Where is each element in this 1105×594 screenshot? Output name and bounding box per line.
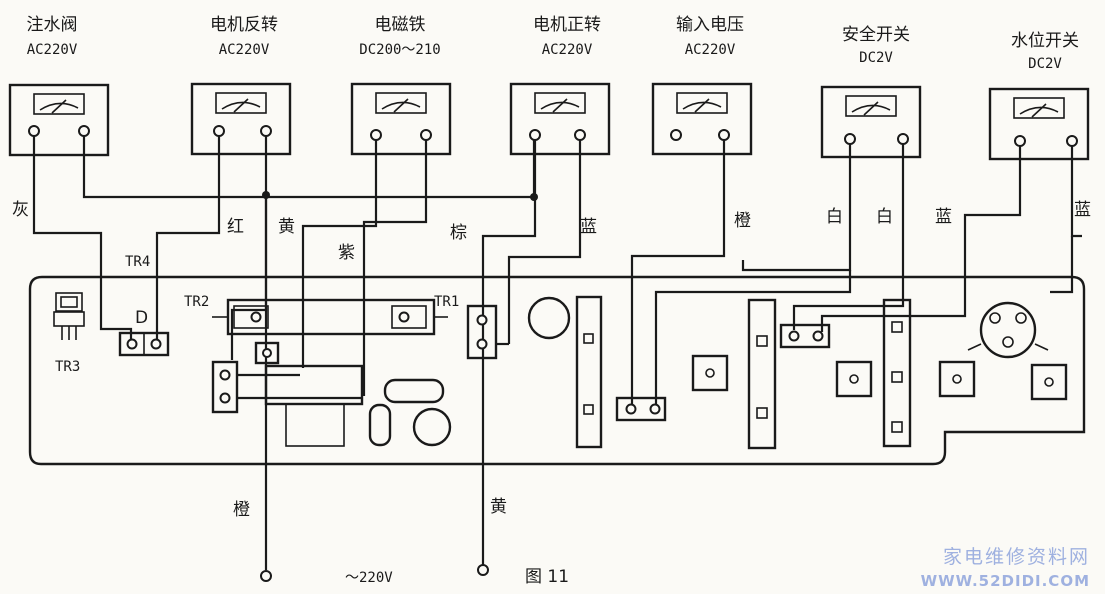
meter-5-rating: AC220V [685,42,736,58]
meter-5 [651,82,753,156]
capacitor-circle [527,296,571,340]
component-strip-2 [747,298,777,450]
wire-label-blue-2: 蓝 [935,207,952,227]
d-connector [118,331,170,357]
power-wire-left-label: 橙 [233,500,250,520]
wire-label-orange: 橙 [734,211,751,231]
meter-5-name: 输入电压 [676,15,744,35]
tr3-transistor [53,292,85,340]
meter-7-rating: DC2V [1028,56,1062,72]
safety-switch-connector [779,323,831,349]
tr2-relay [212,298,448,336]
circuit-board-outline [28,275,1086,466]
square-pad-2 [835,360,873,398]
meter-labels: 注水阀 AC220V 电机反转 AC220V 电磁铁 DC200～210 电机正… [27,15,1080,72]
meter-2 [190,82,292,156]
meter-1 [8,83,110,157]
tr4-label: TR4 [125,254,150,270]
meter-4 [509,82,611,156]
orange-white-connector [615,396,667,422]
wire-label-yellow: 黄 [278,217,295,237]
meter-2-rating: AC220V [219,42,270,58]
square-pad-1 [691,354,729,392]
tr1-label: TR1 [434,294,459,310]
meter-1-name: 注水阀 [27,15,78,35]
wire-label-purple: 紫 [338,243,355,263]
wire-label-gray: 灰 [12,200,29,220]
fuse-holder [368,378,452,447]
square-pad-4 [1030,363,1068,401]
wire-label-white-1: 白 [826,207,843,227]
wire-label-brown: 棕 [450,223,467,243]
meter-6 [820,85,922,159]
meter-3-name: 电磁铁 [375,15,426,35]
meter-7 [988,87,1090,161]
wires [32,136,1082,570]
component-strip-1 [575,295,603,449]
meter-4-rating: AC220V [542,42,593,58]
meter-3 [350,82,452,156]
meter-4-name: 电机正转 [533,15,601,35]
component-strip-3 [882,298,912,448]
meter-1-rating: AC220V [27,42,78,58]
voltage-label: ～220V [345,570,393,586]
wire-label-blue-3: 蓝 [1074,200,1091,220]
meter-3-rating: DC200～210 [359,42,440,58]
meter-6-rating: DC2V [859,50,893,66]
tr3-label: TR3 [55,359,80,375]
watermark-title: 家电维修资料网 [943,546,1090,568]
wire-color-labels: 灰 红 黄 紫 棕 蓝 橙 白 白 蓝 蓝 [12,200,1091,263]
power-input: 橙 黄 ～220V [233,497,507,586]
wire-label-white-2: 白 [876,207,893,227]
watermark-url: WWW.52DIDI.COM [921,572,1090,590]
tr2-label: TR2 [184,294,209,310]
d-label: D [135,308,148,328]
tr1-connector [466,304,509,360]
meter-2-name: 电机反转 [210,15,278,35]
water-level-sensor [967,301,1049,359]
transformer [264,364,364,447]
power-wire-right-label: 黄 [490,497,507,517]
meter-7-name: 水位开关 [1011,31,1079,51]
square-pad-3 [938,360,976,398]
watermark: 家电维修资料网 WWW.52DIDI.COM [921,546,1090,590]
meter-6-name: 安全开关 [842,25,910,45]
figure-label: 图 11 [525,567,569,587]
transformer-connector [211,360,362,414]
connector-small [254,341,280,365]
wire-label-blue-1: 蓝 [580,217,597,237]
wire-label-red: 红 [227,217,244,237]
